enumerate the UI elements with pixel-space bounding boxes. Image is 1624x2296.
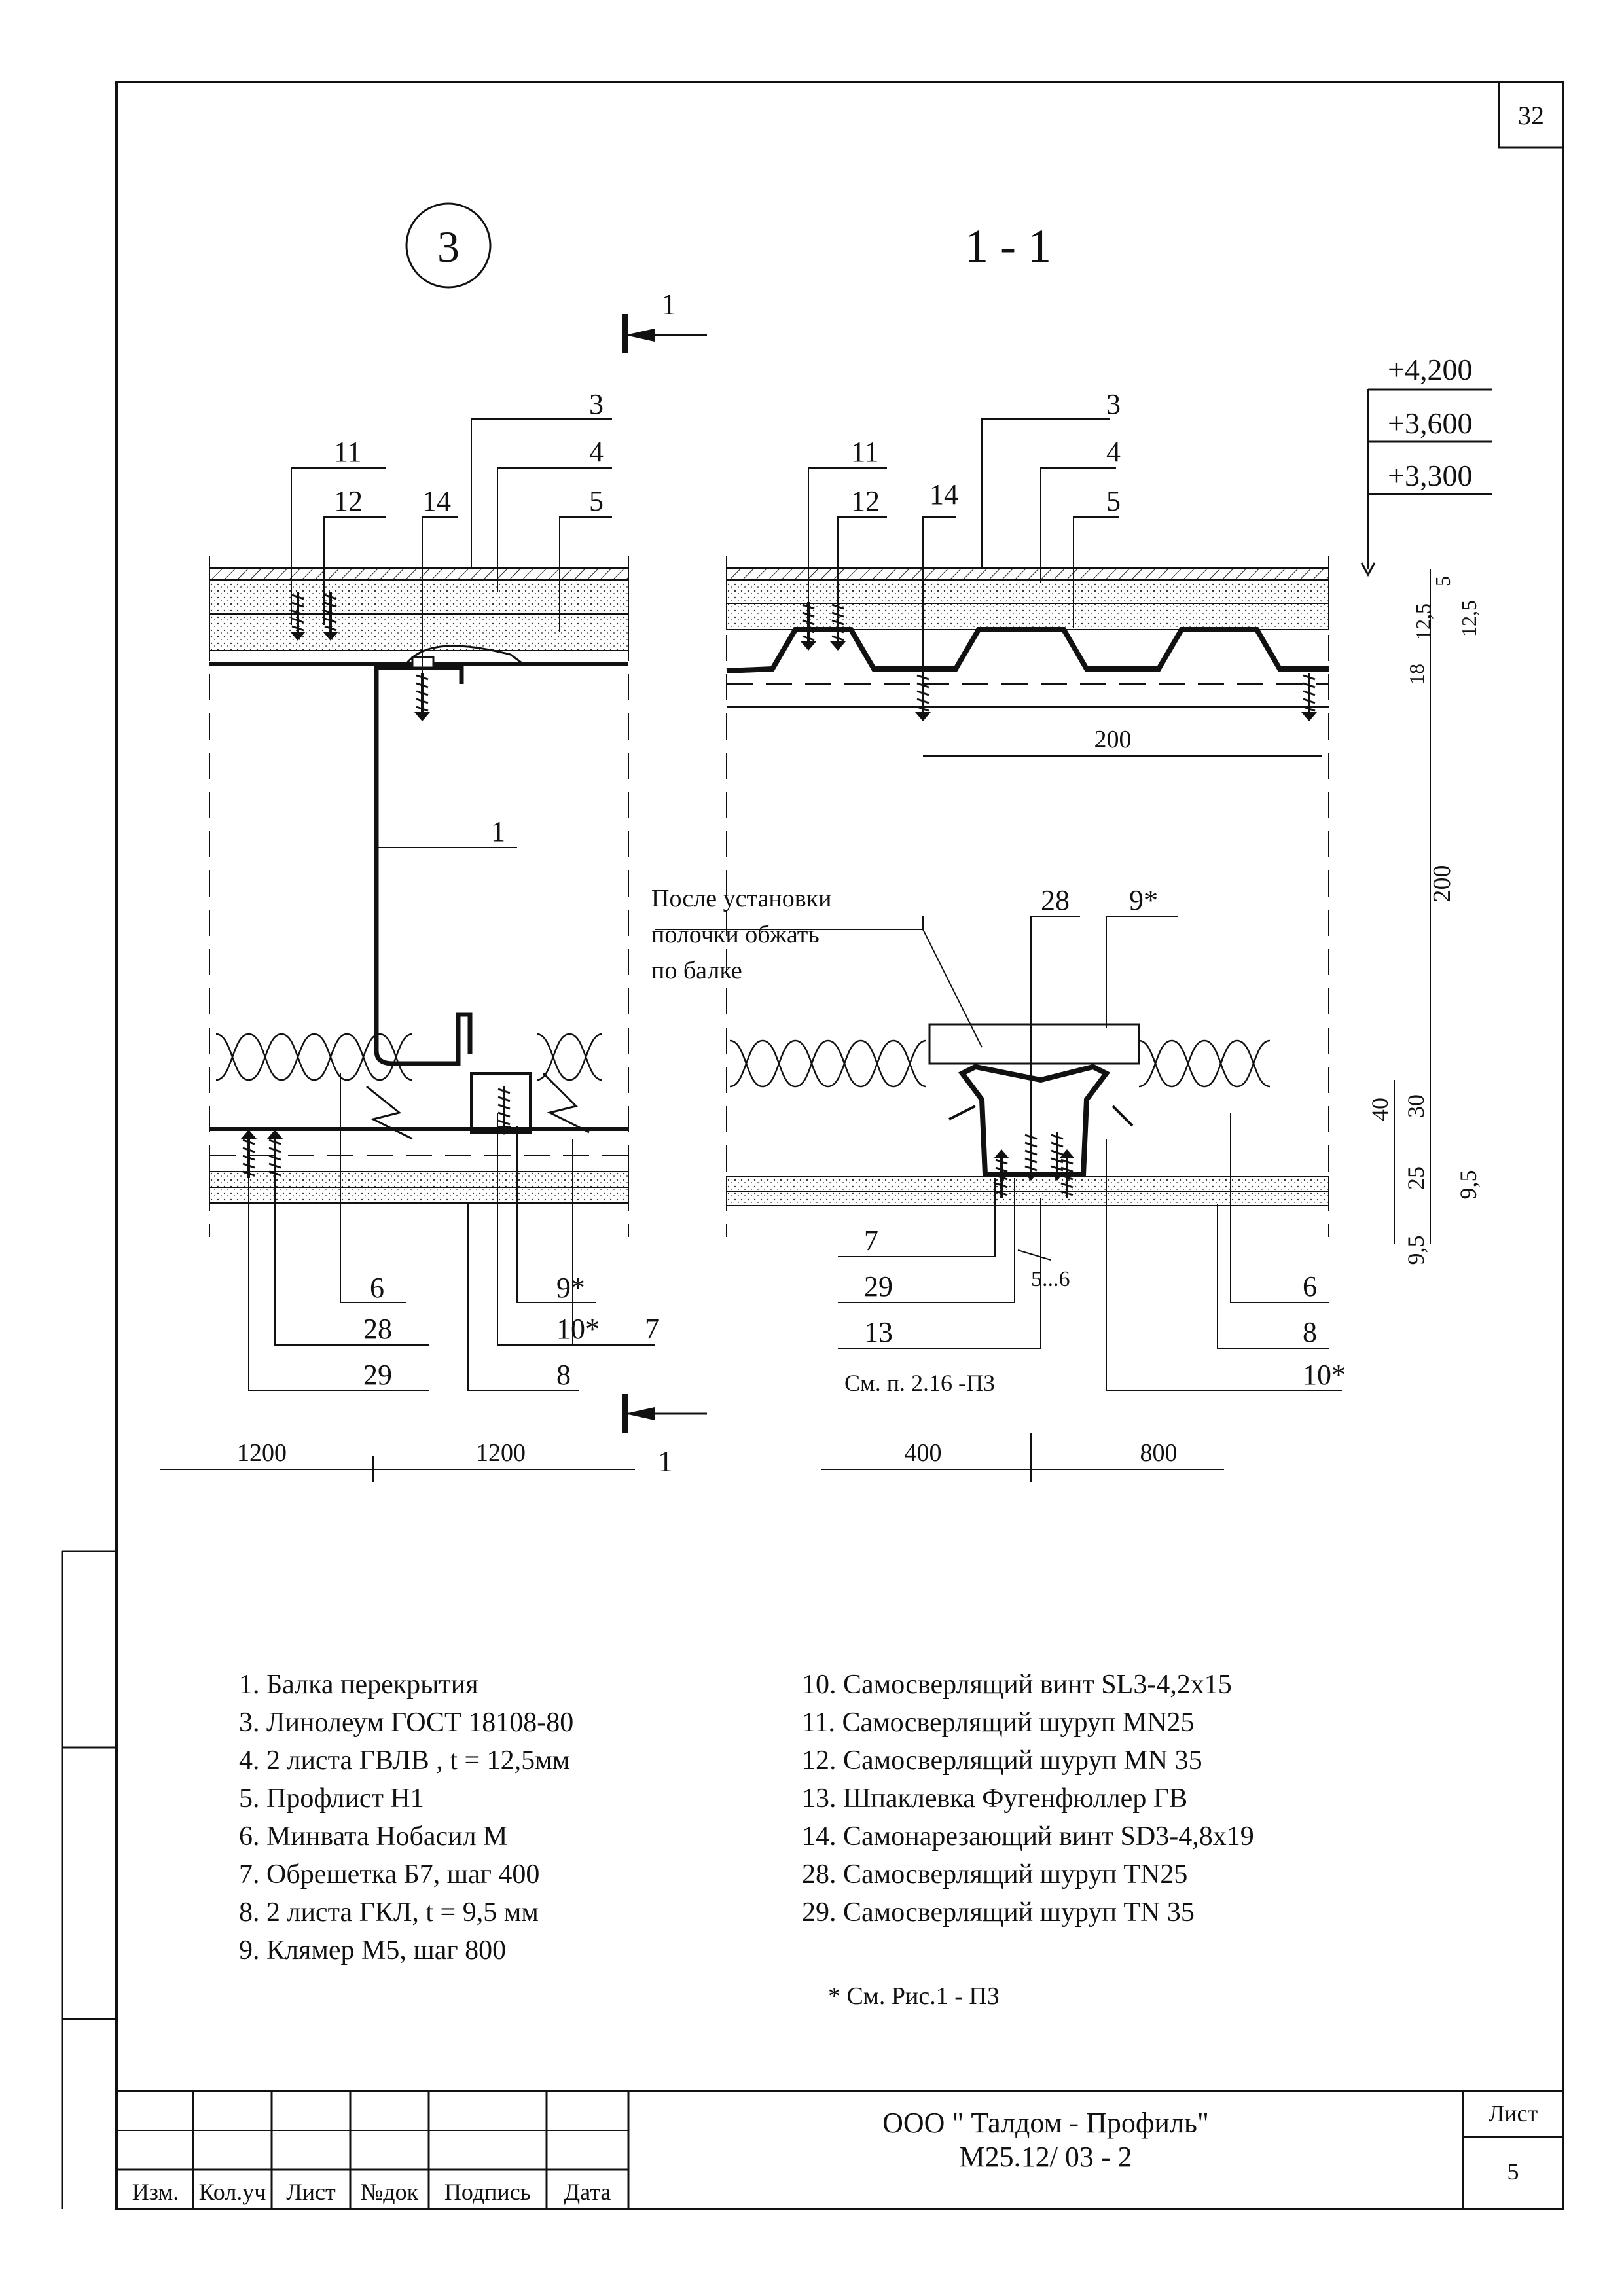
title-block-company: ООО " Талдом - Профиль" М25.12/ 03 - 2 — [628, 2106, 1463, 2174]
svg-text:4: 4 — [1106, 436, 1121, 468]
svg-text:13: 13 — [864, 1316, 893, 1348]
svg-text:7: 7 — [645, 1313, 659, 1345]
svg-text:400: 400 — [905, 1439, 942, 1467]
svg-text:29: 29 — [864, 1270, 893, 1302]
sheet-label: Лист — [1488, 2100, 1538, 2126]
annotation-after-install-3: по балке — [651, 957, 742, 984]
legend-item: 9. Клямер М5, шаг 800 — [239, 1935, 507, 1965]
section-mark-bottom: 1 — [622, 1394, 707, 1478]
svg-text:25: 25 — [1403, 1166, 1429, 1190]
svg-text:30: 30 — [1403, 1094, 1429, 1118]
svg-text:9,5: 9,5 — [1455, 1170, 1481, 1200]
svg-text:14: 14 — [929, 478, 958, 511]
detail-circle — [405, 202, 492, 289]
col-ndok: №док — [360, 2179, 419, 2205]
footnote: * См. Рис.1 - ПЗ — [828, 1982, 1000, 2010]
svg-text:8: 8 — [1303, 1316, 1317, 1348]
legend-item: 3. Линолеум ГОСТ 18108-80 — [239, 1708, 574, 1738]
company-name: ООО " Талдом - Профиль" — [882, 2107, 1209, 2139]
detail-number: 3 — [437, 222, 460, 272]
sheet-number-box — [1498, 81, 1564, 149]
svg-text:1: 1 — [491, 816, 505, 848]
svg-text:10*: 10* — [556, 1313, 600, 1345]
legend-item: 10. Самосверлящий винт SL3-4,2x15 — [802, 1670, 1232, 1700]
svg-text:29: 29 — [363, 1359, 392, 1391]
legend-right: 10. Самосверлящий винт SL3-4,2x15 11. Са… — [802, 1666, 1254, 1931]
margin-stamp — [61, 1550, 117, 2209]
svg-text:5: 5 — [589, 485, 604, 517]
right-section: 200 3 4 5 11 12 14 — [651, 388, 1346, 1482]
title-block-grid — [117, 2090, 1563, 2209]
svg-text:7: 7 — [864, 1225, 878, 1257]
legend-item: 28. Самосверлящий шуруп TN25 — [802, 1859, 1188, 1890]
svg-text:10*: 10* — [1303, 1359, 1346, 1391]
level-marks: +4,200 +3,600 +3,300 — [1360, 353, 1492, 577]
section-title: 1 - 1 — [965, 220, 1051, 272]
svg-text:28: 28 — [1041, 884, 1070, 916]
svg-text:200: 200 — [1428, 865, 1456, 903]
sheet-frame — [115, 81, 1564, 2210]
svg-text:11: 11 — [334, 436, 361, 468]
col-izm: Изм. — [132, 2179, 179, 2205]
sheet-number: 32 — [1518, 101, 1544, 130]
svg-text:18: 18 — [1405, 664, 1428, 685]
legend-item: 6. Минвата Нобасил М — [239, 1821, 508, 1852]
legend-left: 1. Балка перекрытия 3. Линолеум ГОСТ 181… — [239, 1666, 573, 1969]
svg-text:8: 8 — [556, 1359, 571, 1391]
svg-text:200: 200 — [1094, 726, 1132, 753]
svg-text:12,5: 12,5 — [1457, 600, 1481, 637]
svg-text:12: 12 — [851, 485, 880, 517]
svg-text:1: 1 — [661, 287, 676, 321]
legend-item: 29. Самосверлящий шуруп TN 35 — [802, 1897, 1195, 1928]
svg-text:6: 6 — [370, 1272, 384, 1304]
svg-text:1200: 1200 — [237, 1439, 287, 1467]
svg-text:9*: 9* — [1129, 884, 1158, 916]
svg-text:800: 800 — [1140, 1439, 1178, 1467]
legend-item: 11. Самосверлящий шуруп MN25 — [802, 1708, 1195, 1738]
col-signature: Подпись — [444, 2179, 532, 2205]
svg-text:40: 40 — [1367, 1098, 1393, 1121]
svg-text:9,5: 9,5 — [1403, 1236, 1429, 1265]
level-4200: +4,200 — [1388, 353, 1472, 386]
annotation-after-install-2: полочки обжать — [651, 921, 820, 948]
col-date: Дата — [564, 2179, 611, 2205]
svg-text:5: 5 — [1106, 485, 1121, 517]
legend-item: 8. 2 листа ГКЛ, t = 9,5 мм — [239, 1897, 539, 1928]
legend-item: 4. 2 листа ГВЛВ , t = 12,5мм — [239, 1746, 570, 1776]
gap-dimension: 5...6 — [1031, 1267, 1070, 1291]
legend-item: 13. Шпаклевка Фугенфюллер ГВ — [802, 1784, 1188, 1814]
section-mark-top: 1 — [622, 287, 707, 353]
document-code: М25.12/ 03 - 2 — [959, 2141, 1132, 2173]
ref-note: См. п. 2.16 -ПЗ — [844, 1370, 995, 1396]
left-section: 3 4 5 11 12 14 1 6 9* 7 28 10* 29 8 1200… — [160, 388, 659, 1482]
svg-text:12: 12 — [334, 485, 363, 517]
svg-text:14: 14 — [422, 485, 451, 517]
svg-text:3: 3 — [589, 388, 604, 420]
legend-item: 1. Балка перекрытия — [239, 1670, 478, 1700]
svg-text:6: 6 — [1303, 1270, 1317, 1302]
legend-item: 12. Самосверлящий шуруп MN 35 — [802, 1746, 1202, 1776]
col-koluch: Кол.уч — [198, 2179, 266, 2205]
col-list: Лист — [286, 2179, 336, 2205]
svg-text:1: 1 — [658, 1444, 673, 1478]
level-3600: +3,600 — [1388, 406, 1472, 440]
svg-text:11: 11 — [851, 436, 878, 468]
svg-text:28: 28 — [363, 1313, 392, 1345]
svg-text:9*: 9* — [556, 1272, 585, 1304]
legend-item: 5. Профлист Н1 — [239, 1784, 424, 1814]
svg-text:12,5: 12,5 — [1411, 603, 1435, 640]
level-3300: +3,300 — [1388, 459, 1472, 492]
svg-text:3: 3 — [1106, 388, 1121, 420]
sheet-value: 5 — [1507, 2159, 1519, 2185]
svg-text:5: 5 — [1431, 576, 1454, 586]
svg-text:1200: 1200 — [476, 1439, 526, 1467]
annotation-after-install-1: После установки — [651, 885, 831, 912]
legend-item: 7. Обрешетка Б7, шаг 400 — [239, 1859, 540, 1890]
legend-item: 14. Самонарезающий винт SD3-4,8x19 — [802, 1821, 1254, 1852]
svg-text:4: 4 — [589, 436, 604, 468]
vertical-dimensions: 5 12,5 12,5 18 200 40 30 25 9,5 9,5 — [1367, 569, 1481, 1265]
